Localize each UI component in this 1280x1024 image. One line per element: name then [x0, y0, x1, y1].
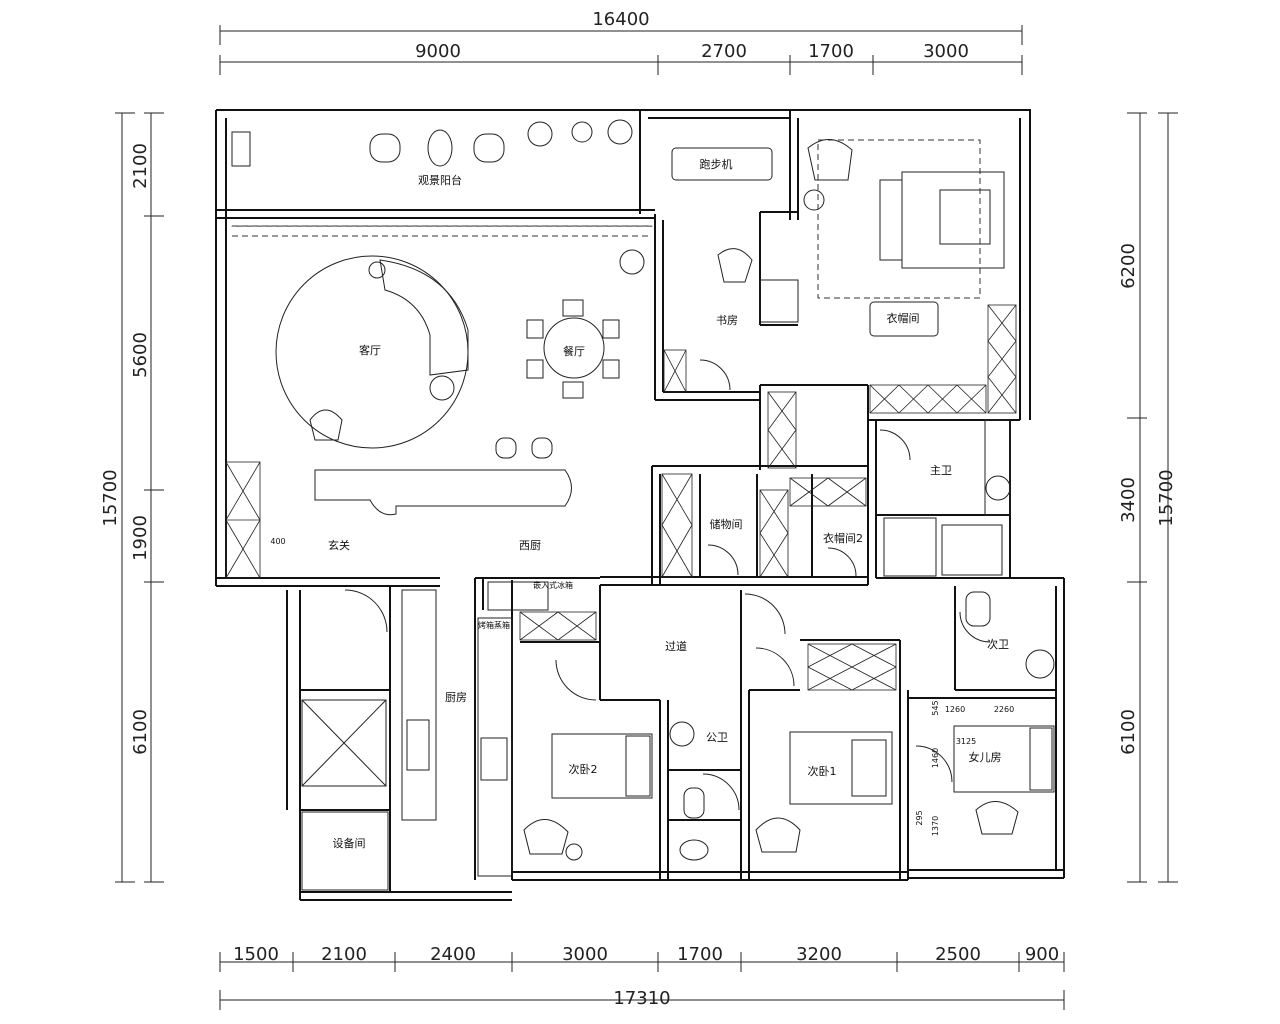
label-treadmill: 跑步机 — [700, 157, 733, 171]
sofa — [379, 259, 469, 376]
label-western-kitchen: 西厨 — [519, 539, 541, 552]
dim-right-seg-3: 6100 — [1118, 709, 1139, 755]
dim-bottom-seg-6: 3200 — [796, 944, 842, 965]
dim-bottom-seg-7: 2500 — [935, 944, 981, 965]
dim-left-seg-4: 6100 — [130, 709, 151, 755]
dim-top-seg-3: 1700 — [808, 41, 854, 62]
dim-2260: 2260 — [994, 705, 1014, 714]
cabinets — [225, 304, 1017, 691]
label-corridor: 过道 — [665, 639, 687, 653]
label-oven: 烤箱蒸箱 — [478, 620, 510, 630]
dim-right-seg-1: 6200 — [1118, 243, 1139, 289]
dim-top-total: 16400 — [592, 9, 649, 30]
dim-top-seg-1: 9000 — [415, 41, 461, 62]
dim-bottom-seg-8: 900 — [1025, 944, 1059, 965]
top-dimensions: 16400 9000 2700 1700 3000 — [219, 9, 1023, 75]
island-counter — [314, 469, 572, 516]
dim-545: 545 — [931, 700, 940, 715]
label-daughter-room: 女儿房 — [969, 750, 1002, 764]
dim-left-seg-3: 1900 — [130, 515, 151, 561]
dim-1370: 1370 — [931, 816, 940, 836]
dim-top-seg-2: 2700 — [701, 41, 747, 62]
dim-bottom-seg-4: 3000 — [562, 944, 608, 965]
ceiling-lines — [231, 139, 981, 299]
label-dining-room: 餐厅 — [563, 344, 585, 358]
dim-top-seg-4: 3000 — [923, 41, 969, 62]
label-bedroom-1: 次卧1 — [808, 764, 837, 778]
room-labels: 观景阳台 跑步机 客厅 餐厅 书房 衣帽间 主卫 玄关 西厨 储物间 衣帽间2 … — [328, 157, 1009, 850]
dining-table — [543, 317, 605, 379]
label-fridge: 嵌入式冰箱 — [533, 580, 573, 590]
dim-400: 400 — [270, 537, 285, 546]
label-secondary-bath: 次卫 — [987, 637, 1009, 651]
label-study: 书房 — [716, 314, 738, 327]
dim-bottom-seg-2: 2100 — [321, 944, 367, 965]
interior-walls — [300, 211, 1064, 892]
dim-1260: 1260 — [945, 705, 965, 714]
dim-bottom-total: 17310 — [613, 988, 670, 1009]
dim-left-total: 15700 — [100, 469, 121, 526]
bedroom2-bed — [551, 733, 653, 799]
dim-bottom-seg-3: 2400 — [430, 944, 476, 965]
dim-bottom-seg-1: 1500 — [233, 944, 279, 965]
dim-left-seg-2: 5600 — [130, 332, 151, 378]
label-bedroom-2: 次卧2 — [569, 762, 598, 776]
doors — [344, 359, 991, 811]
furniture — [231, 119, 1055, 891]
label-kitchen: 厨房 — [445, 691, 467, 704]
dim-295: 295 — [915, 810, 924, 825]
label-equipment-room: 设备间 — [333, 836, 366, 850]
small-dimensions: 400 3125 1260 2260 545 1460 1370 295 — [270, 537, 1014, 836]
exterior-walls — [215, 109, 1065, 901]
label-master-bath: 主卫 — [930, 464, 952, 477]
bedroom1-bed — [789, 731, 893, 805]
dim-3125: 3125 — [956, 737, 976, 746]
label-cloakroom-2: 衣帽间2 — [823, 531, 863, 545]
label-view-balcony: 观景阳台 — [418, 173, 462, 187]
label-storage: 储物间 — [710, 517, 743, 531]
dim-right-total: 15700 — [1156, 469, 1177, 526]
label-entrance: 玄关 — [328, 538, 350, 552]
master-bed — [901, 171, 1005, 269]
daughter-bed — [953, 725, 1055, 793]
dim-1460: 1460 — [931, 748, 940, 768]
dim-bottom-seg-5: 1700 — [677, 944, 723, 965]
left-dimensions: 15700 2100 5600 1900 6100 — [100, 112, 164, 883]
right-dimensions: 6200 3400 6100 15700 — [1118, 112, 1178, 883]
label-public-bath: 公卫 — [706, 731, 728, 744]
bottom-dimensions: 1500 2100 2400 3000 1700 3200 2500 900 1… — [219, 944, 1065, 1010]
treadmill — [671, 147, 773, 181]
dim-right-seg-2: 3400 — [1118, 477, 1139, 523]
label-living-room: 客厅 — [359, 343, 381, 357]
label-cloakroom: 衣帽间 — [887, 311, 920, 325]
dim-left-seg-1: 2100 — [130, 143, 151, 189]
